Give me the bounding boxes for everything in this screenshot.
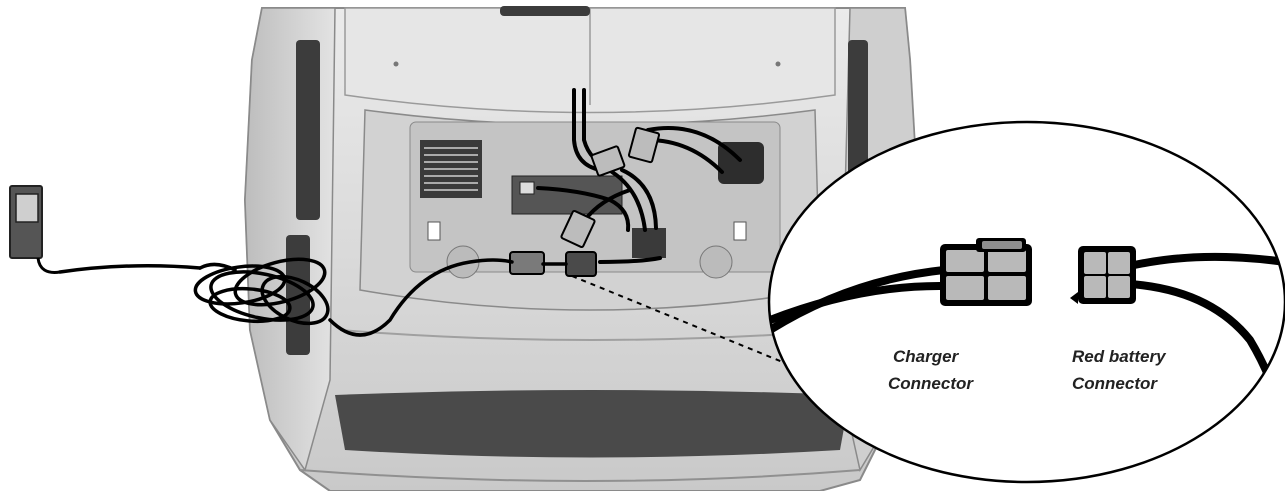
zoom-callout: Charger Connector Red battery Connector [769, 122, 1285, 482]
seat-top-handle [500, 6, 590, 16]
battery-terminal [520, 182, 534, 194]
battery-connector-label-line1: Red battery [1072, 347, 1167, 366]
screw [394, 62, 399, 67]
charger-connector-label-line1: Charger [893, 347, 960, 366]
wall-charger-icon [10, 186, 60, 272]
slot [428, 222, 440, 240]
battery-connector-label-line2: Connector [1072, 374, 1158, 393]
mount [700, 246, 732, 278]
rear-bumper [335, 390, 850, 458]
switch-box [632, 228, 666, 258]
screw [776, 62, 781, 67]
slot [734, 222, 746, 240]
vent-grille [420, 140, 482, 198]
battery-connector-icon [1070, 246, 1136, 304]
charger-connector-label-line2: Connector [888, 374, 974, 393]
left-dark-strip [296, 40, 320, 220]
charger-connector-icon [940, 238, 1032, 306]
